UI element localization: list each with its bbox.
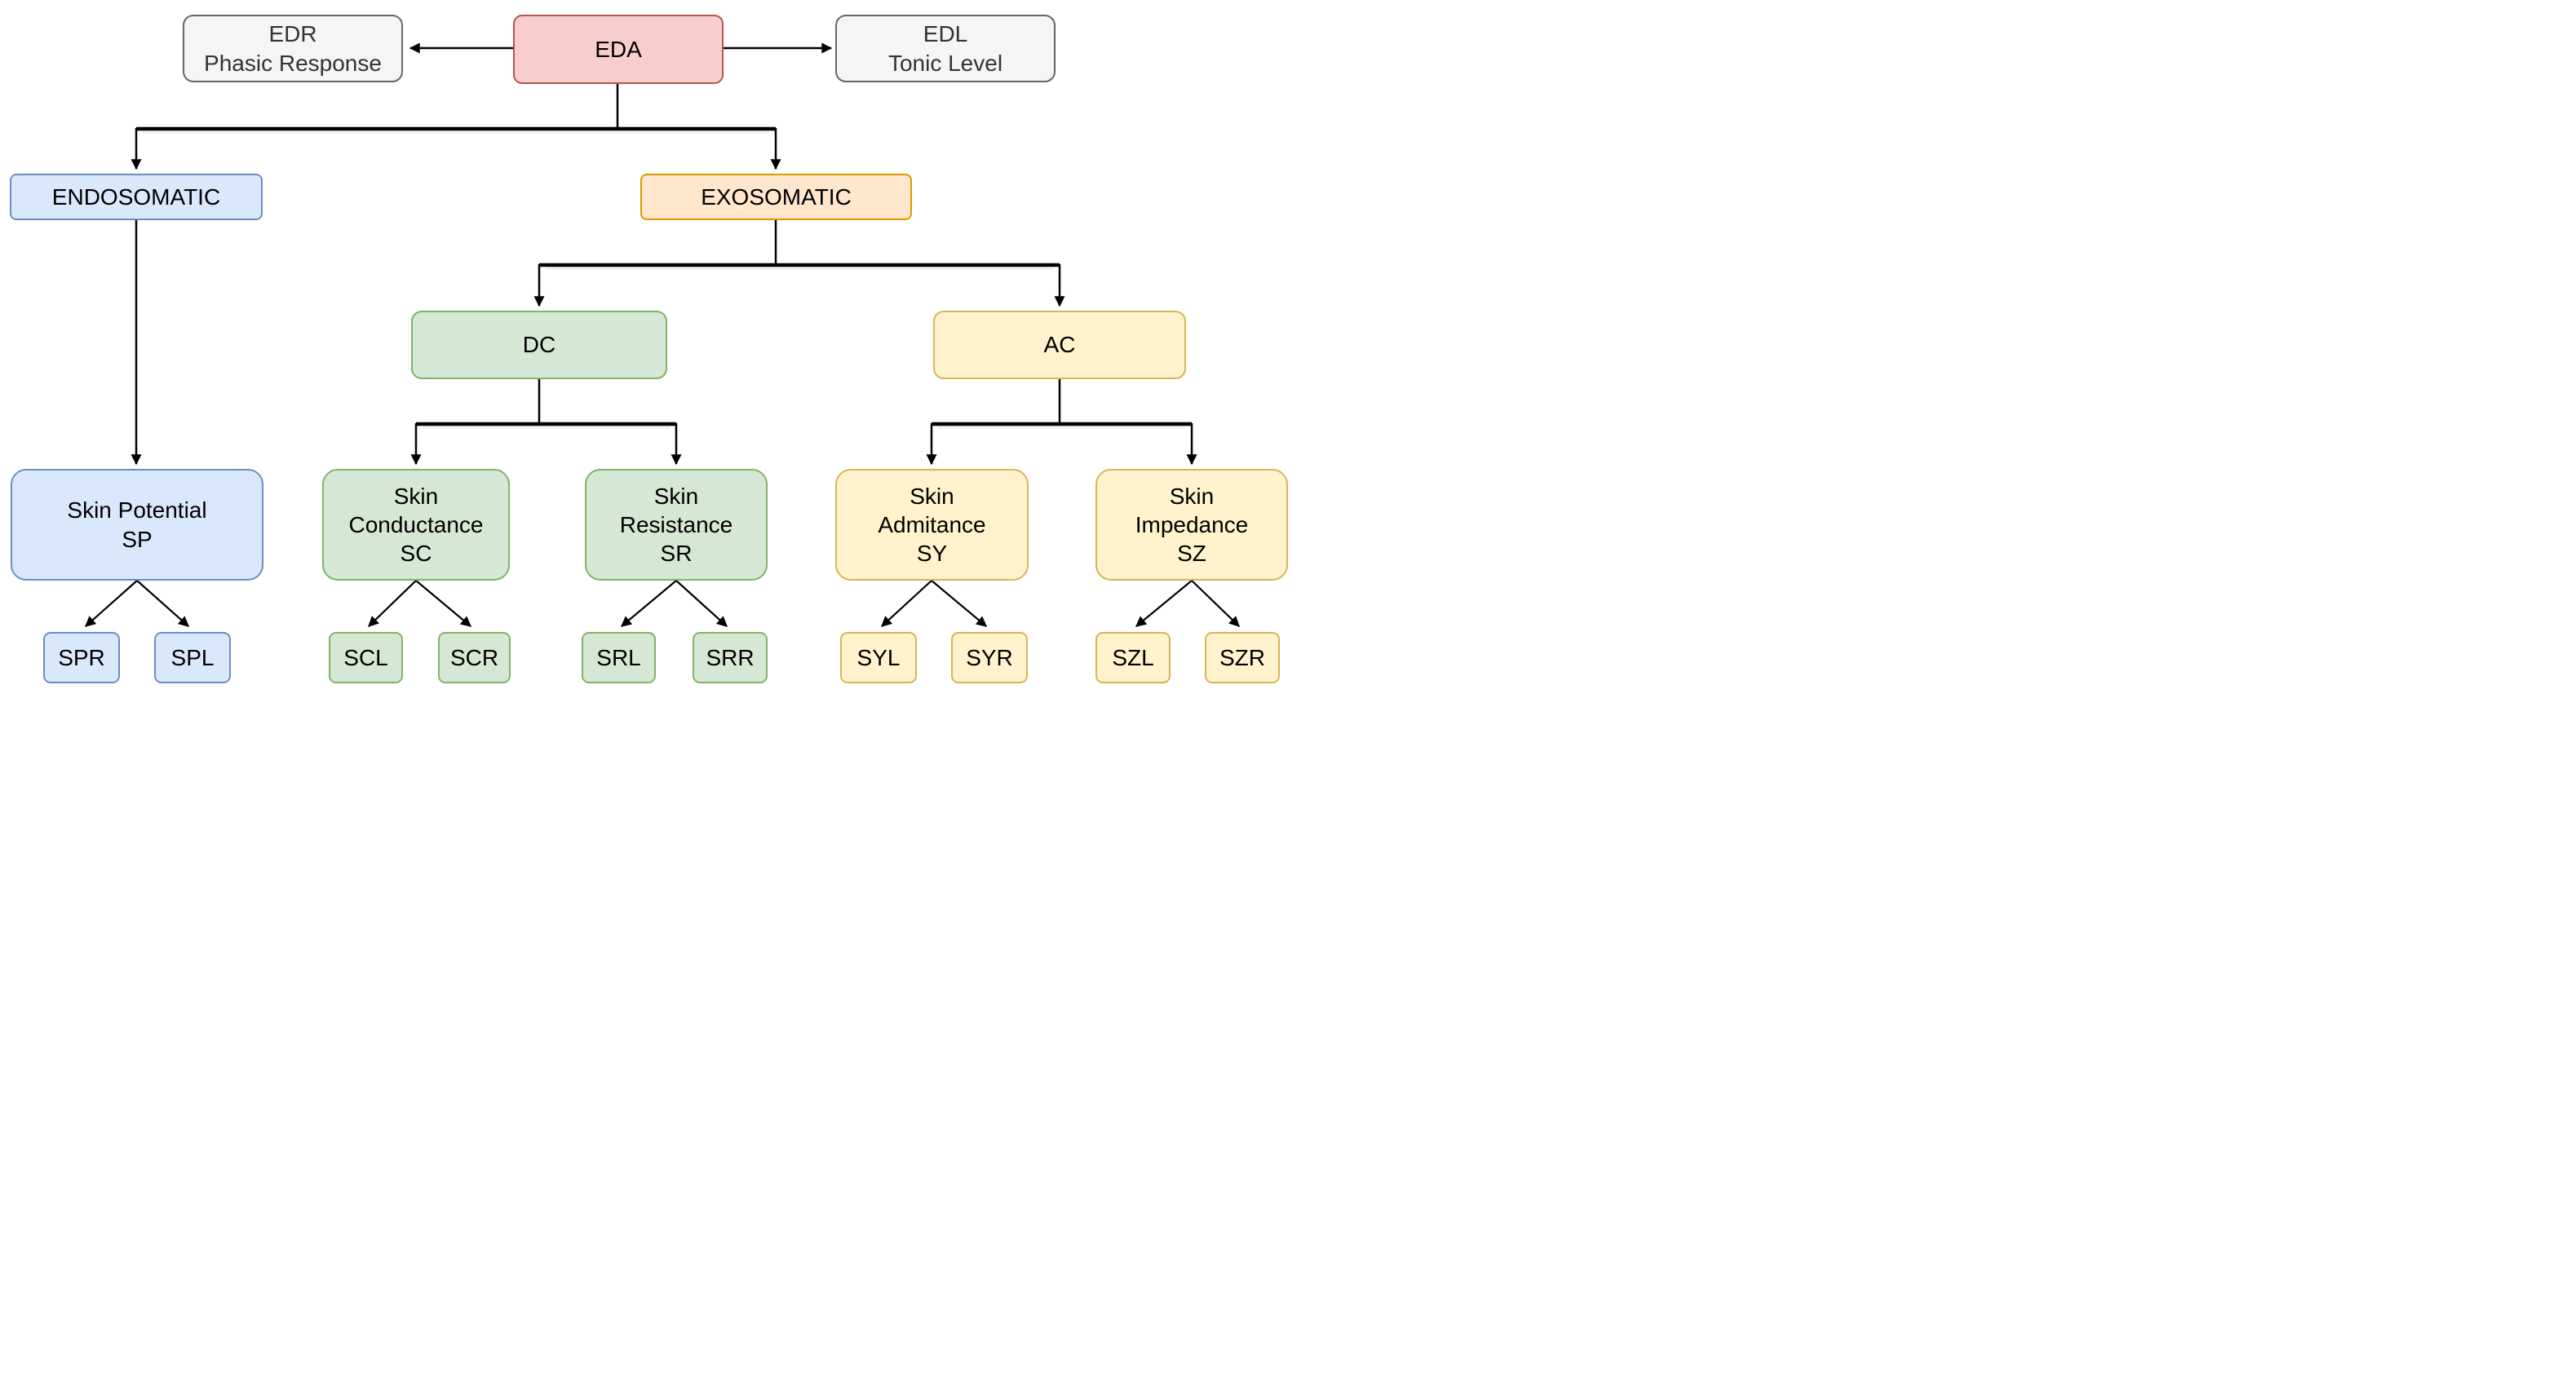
eda-classification-diagram: EDR Phasic Response EDA EDL Tonic Level … bbox=[0, 0, 1288, 687]
node-dc: DC bbox=[411, 311, 667, 379]
node-sz: Skin Impedance SZ bbox=[1095, 469, 1288, 581]
edge-sz-szl bbox=[1135, 580, 1193, 627]
node-eda: EDA bbox=[513, 15, 724, 84]
node-sp: Skin Potential SP bbox=[11, 469, 263, 581]
edge-sc-scl bbox=[368, 580, 417, 627]
edge-sz-szr bbox=[1191, 580, 1240, 627]
node-sc: Skin Conductance SC bbox=[322, 469, 510, 581]
edge-sy-syr bbox=[931, 580, 987, 627]
node-szl: SZL bbox=[1095, 632, 1171, 683]
node-endosomatic: ENDOSOMATIC bbox=[10, 174, 263, 220]
edge-sr-srl bbox=[621, 580, 677, 627]
node-scl: SCL bbox=[329, 632, 403, 683]
node-syl: SYL bbox=[840, 632, 917, 683]
edge-sy-syl bbox=[881, 580, 932, 627]
node-syr: SYR bbox=[951, 632, 1028, 683]
node-srr: SRR bbox=[693, 632, 768, 683]
node-ac: AC bbox=[933, 311, 1186, 379]
node-exosomatic: EXOSOMATIC bbox=[640, 174, 912, 220]
node-szr: SZR bbox=[1205, 632, 1280, 683]
node-sr: Skin Resistance SR bbox=[585, 469, 768, 581]
node-edr: EDR Phasic Response bbox=[183, 15, 403, 82]
edge-sp-spl bbox=[136, 580, 189, 627]
node-sy: Skin Admitance SY bbox=[835, 469, 1029, 581]
node-spl: SPL bbox=[154, 632, 231, 683]
node-scr: SCR bbox=[438, 632, 511, 683]
node-srl: SRL bbox=[582, 632, 656, 683]
edge-sc-scr bbox=[415, 580, 471, 627]
node-edl: EDL Tonic Level bbox=[835, 15, 1056, 82]
edge-sr-srr bbox=[675, 580, 728, 627]
connector-layer bbox=[85, 42, 1240, 627]
node-spr: SPR bbox=[43, 632, 120, 683]
edge-sp-spr bbox=[85, 580, 138, 627]
